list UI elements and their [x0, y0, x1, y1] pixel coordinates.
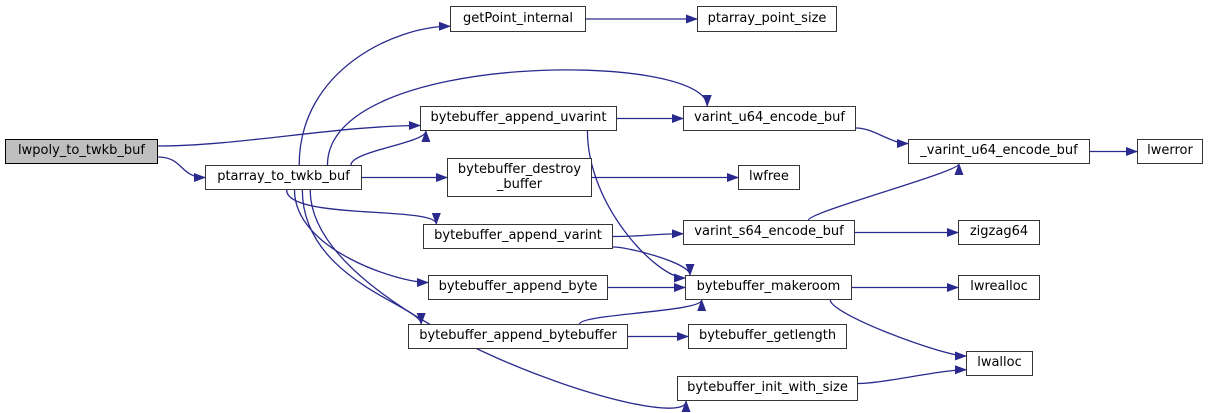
- edge-ptarray_to_twkb_buf--getPoint_internal: [298, 21, 451, 166]
- node-varint_u64_encode_buf[interactable]: varint_u64_encode_buf: [683, 106, 856, 131]
- node-lwfree[interactable]: lwfree: [738, 165, 800, 190]
- node-lwrealloc[interactable]: lwrealloc: [958, 275, 1040, 300]
- edge-ptarray_to_twkb_buf--bytebuffer_append_byte: [293, 189, 429, 287]
- node-ptarray_point_size[interactable]: ptarray_point_size: [697, 6, 837, 32]
- node-bytebuffer_init_with_size[interactable]: bytebuffer_init_with_size: [677, 376, 858, 401]
- edge-bytebuffer_append_bytebuffer--bytebuffer_makeroom: [578, 299, 707, 325]
- edge-bytebuffer_append_varint--bytebuffer_makeroom: [612, 246, 695, 276]
- node-bytebuffer_destroy_buffer[interactable]: bytebuffer_destroy _buffer: [447, 158, 592, 197]
- node-getPoint_internal[interactable]: getPoint_internal: [450, 6, 586, 32]
- node-lwerror[interactable]: lwerror: [1137, 139, 1203, 164]
- node-lwpoly_to_twkb_buf: lwpoly_to_twkb_buf: [5, 139, 158, 164]
- edge-ptarray_to_twkb_buf--varint_u64_encode_buf: [326, 69, 712, 166]
- edge-bytebuffer_append_uvarint--bytebuffer_makeroom: [586, 130, 686, 283]
- node-ptarray_to_twkb_buf[interactable]: ptarray_to_twkb_buf: [205, 165, 362, 190]
- edge-lwpoly_to_twkb_buf--bytebuffer_append_uvarint: [157, 121, 421, 147]
- edge-varint_s64_encode_buf--_varint_u64_encode_buf: [807, 163, 964, 221]
- edge-bytebuffer_append_varint--varint_s64_encode_buf: [612, 229, 684, 239]
- edge-bytebuffer_init_with_size--lwalloc: [857, 365, 967, 385]
- edge-lwpoly_to_twkb_buf--ptarray_to_twkb_buf: [157, 156, 206, 182]
- node-lwalloc[interactable]: lwalloc: [966, 351, 1033, 376]
- edge-ptarray_to_twkb_buf--bytebuffer_append_uvarint: [350, 130, 431, 166]
- node-bytebuffer_append_varint[interactable]: bytebuffer_append_varint: [423, 224, 613, 249]
- node-_varint_u64_encode_buf[interactable]: _varint_u64_encode_buf: [908, 139, 1090, 164]
- node-bytebuffer_append_uvarint[interactable]: bytebuffer_append_uvarint: [420, 106, 617, 131]
- edge-ptarray_to_twkb_buf--bytebuffer_append_varint: [285, 189, 441, 225]
- node-zigzag64[interactable]: zigzag64: [958, 220, 1040, 245]
- node-varint_s64_encode_buf[interactable]: varint_s64_encode_buf: [683, 220, 855, 245]
- edge-bytebuffer_makeroom--lwalloc: [829, 299, 967, 361]
- edge-varint_u64_encode_buf--_varint_u64_encode_buf: [855, 127, 909, 148]
- edge-ptarray_to_twkb_buf--bytebuffer_append_bytebuffer: [301, 189, 426, 325]
- node-bytebuffer_makeroom[interactable]: bytebuffer_makeroom: [685, 275, 852, 300]
- node-bytebuffer_append_bytebuffer[interactable]: bytebuffer_append_bytebuffer: [408, 324, 628, 349]
- node-bytebuffer_append_byte[interactable]: bytebuffer_append_byte: [428, 275, 608, 300]
- node-bytebuffer_getlength[interactable]: bytebuffer_getlength: [688, 324, 847, 349]
- edge-ptarray_to_twkb_buf--bytebuffer_init_with_size: [309, 189, 691, 413]
